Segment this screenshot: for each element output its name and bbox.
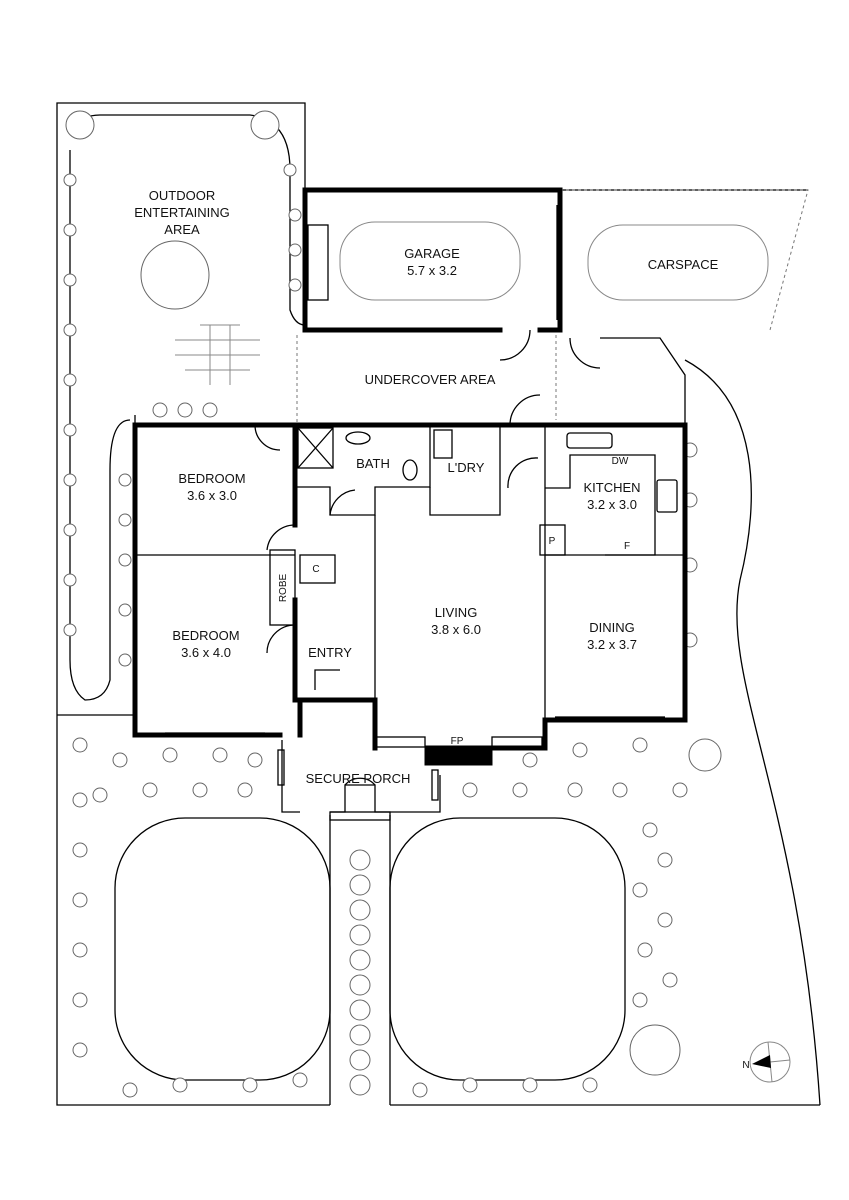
doors xyxy=(254,329,601,786)
cupboard-label: C xyxy=(312,564,319,575)
kitchen-label: KITCHEN xyxy=(583,480,640,495)
house-walls xyxy=(132,422,688,766)
bedroom2-label: BEDROOM xyxy=(172,628,239,643)
fireplace-label: FP xyxy=(451,736,464,747)
front-lawn-left xyxy=(114,817,331,1081)
bedroom1-size: 3.6 x 3.0 xyxy=(187,488,237,503)
garage-walls xyxy=(302,187,563,333)
dining-label: DINING xyxy=(589,620,635,635)
pantry-label: P xyxy=(549,536,556,547)
bedroom1-label: BEDROOM xyxy=(178,471,245,486)
living-size: 3.8 x 6.0 xyxy=(431,622,481,637)
pavers xyxy=(175,324,260,385)
living-label: LIVING xyxy=(435,605,478,620)
kitchen-size: 3.2 x 3.0 xyxy=(587,497,637,512)
fridge-label: F xyxy=(624,541,630,552)
front-path xyxy=(329,815,391,1105)
garage-label: GARAGE xyxy=(404,246,460,261)
garage-size: 5.7 x 3.2 xyxy=(407,263,457,278)
bath-label: BATH xyxy=(356,456,390,471)
compass-north-label: N xyxy=(742,1060,749,1071)
shrubs xyxy=(63,110,722,1098)
outdoor-label-2: ENTERTAINING xyxy=(134,205,230,220)
garage-car xyxy=(339,221,521,301)
carspace-label: CARSPACE xyxy=(648,257,719,272)
laundry-label: L'DRY xyxy=(448,460,485,475)
secure-porch-walls xyxy=(277,740,441,821)
outdoor-label-1: OUTDOOR xyxy=(149,188,215,203)
undercover-area xyxy=(600,337,686,425)
dishwasher-label: DW xyxy=(612,456,629,467)
robe-label: ROBE xyxy=(278,574,289,603)
north-compass-icon: N xyxy=(742,1041,791,1083)
carspace-car xyxy=(587,224,769,301)
site-boundary xyxy=(56,102,821,1106)
entry-label: ENTRY xyxy=(308,645,352,660)
front-lawn-right xyxy=(389,817,626,1081)
porch-label: SECURE PORCH xyxy=(306,771,411,786)
dining-size: 3.2 x 3.7 xyxy=(587,637,637,652)
outdoor-label-3: AREA xyxy=(164,222,200,237)
undercover-label: UNDERCOVER AREA xyxy=(365,372,496,387)
bedroom2-size: 3.6 x 4.0 xyxy=(181,645,231,660)
